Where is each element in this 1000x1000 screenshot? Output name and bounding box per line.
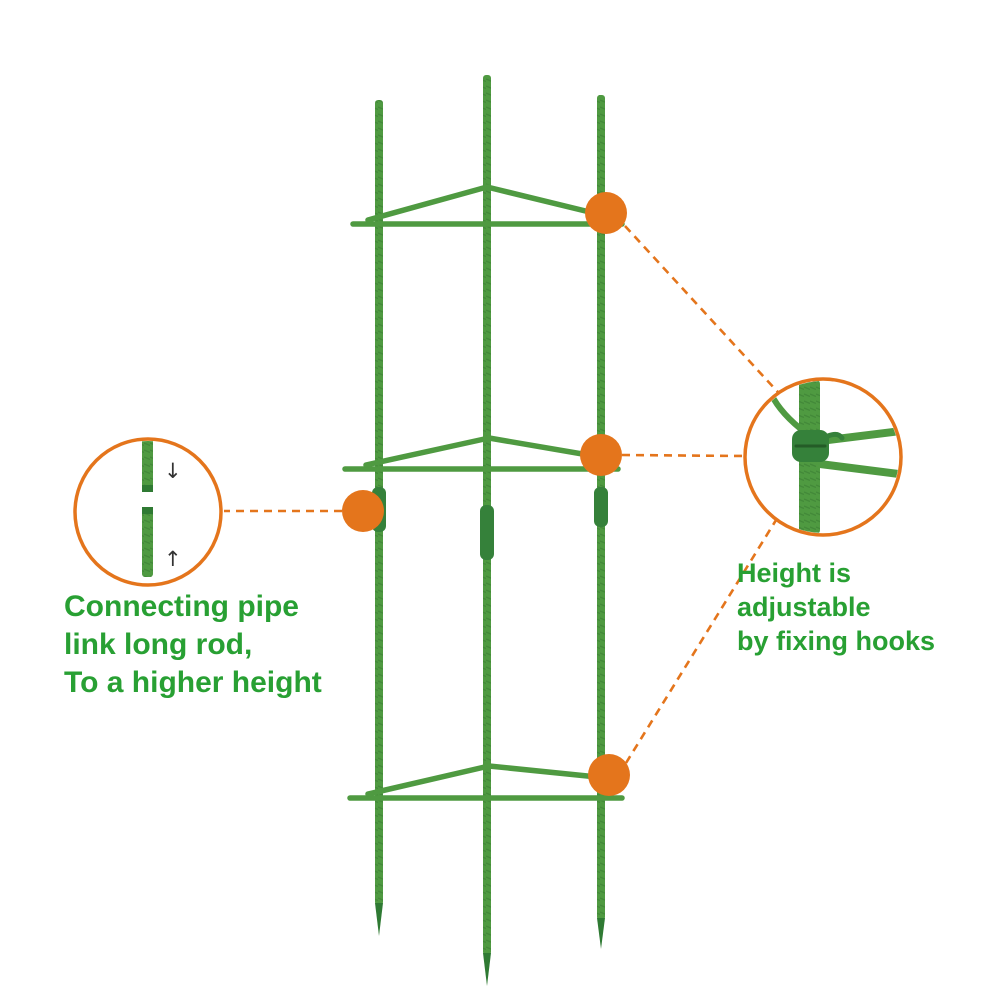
callout-dot-connector bbox=[342, 490, 384, 532]
hook-rod-upper bbox=[816, 427, 899, 445]
caption-height-adjustable: Height is adjustable by fixing hooks bbox=[737, 556, 935, 658]
zoom-circle-fixing-hook bbox=[743, 377, 903, 537]
clamp-curl bbox=[825, 431, 845, 441]
connector-sleeve-middle bbox=[480, 505, 494, 560]
caption-line: To a higher height bbox=[64, 666, 322, 699]
ring-top bbox=[350, 184, 625, 227]
hook-rod-lower bbox=[816, 460, 899, 478]
caption-connecting-pipe: Connecting pipe link long rod, To a high… bbox=[64, 588, 322, 702]
callout-line-top-right bbox=[624, 225, 788, 403]
callout-line-middle-right bbox=[621, 453, 745, 458]
caption-line: Connecting pipe bbox=[64, 590, 299, 623]
pole-middle-spike bbox=[483, 953, 491, 986]
caption-line: link long rod, bbox=[64, 628, 253, 661]
callout-dot-top-hook bbox=[585, 192, 627, 234]
callout-dot-middle-hook bbox=[580, 434, 622, 476]
ring-bottom bbox=[347, 763, 625, 801]
insert-arrow-up-icon: ↑ bbox=[164, 547, 182, 571]
caption-line: Height is bbox=[737, 558, 852, 588]
zoom-circle-connector: ↓ ↑ bbox=[73, 437, 223, 587]
caption-line: adjustable bbox=[737, 592, 871, 622]
caption-line: by fixing hooks bbox=[737, 626, 936, 656]
pole-right-spike bbox=[597, 918, 605, 949]
ring-middle bbox=[342, 435, 621, 472]
insert-arrow-down-icon: ↓ bbox=[164, 459, 182, 483]
callout-line-bottom-right bbox=[624, 511, 783, 764]
pole-left-spike bbox=[375, 903, 383, 936]
callout-dot-bottom-hook bbox=[588, 754, 630, 796]
connector-sleeve-right bbox=[594, 487, 608, 527]
